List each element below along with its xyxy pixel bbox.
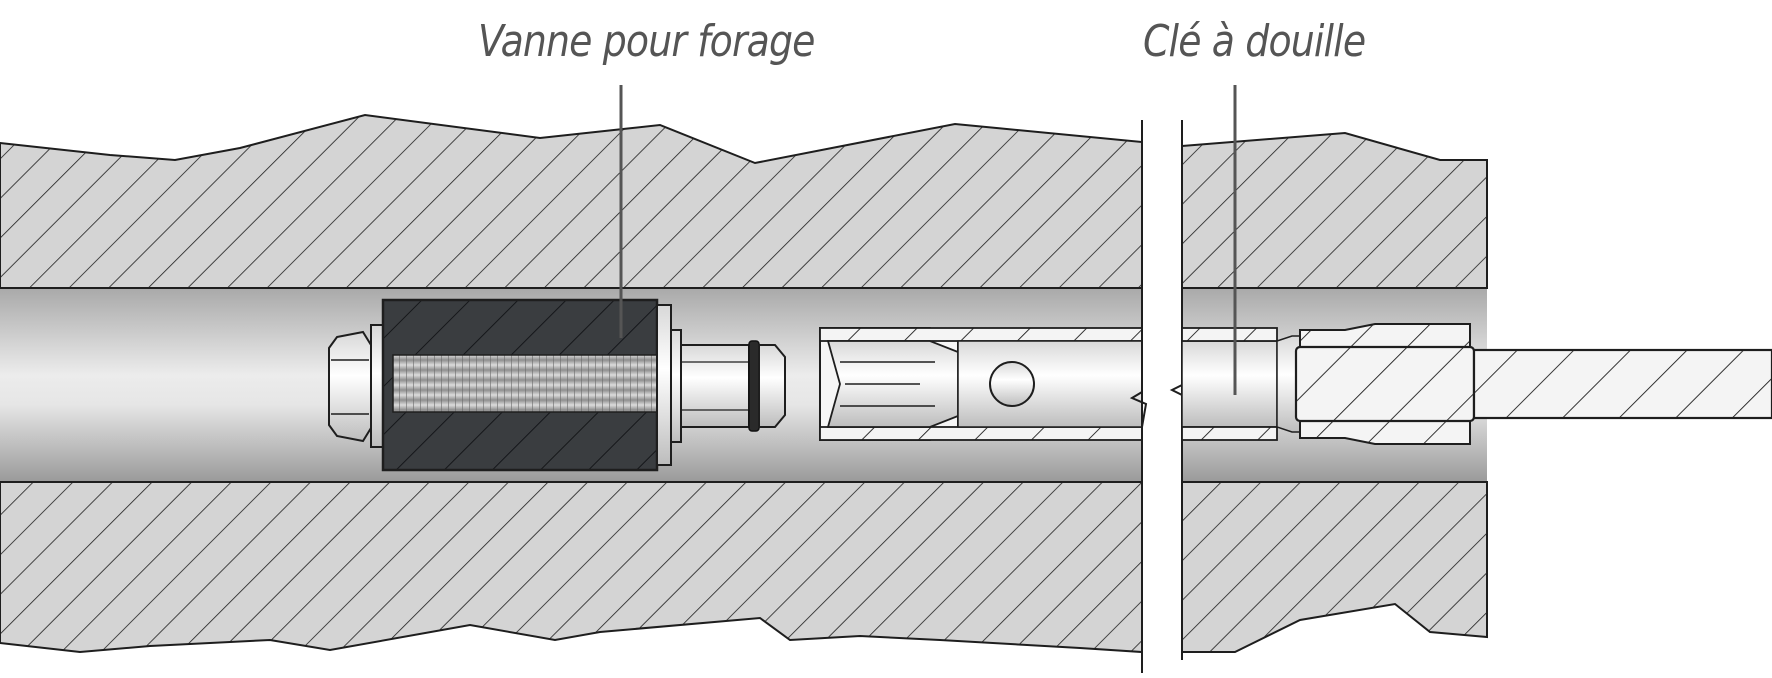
threaded-rod [392,354,658,413]
drive-bar-head [1294,345,1476,423]
socket-wrench-right [1181,323,1772,445]
extension-rod [1472,348,1772,420]
drilling-valve [328,298,786,472]
label-drilling-valve: Vanne pour forage [478,16,815,67]
wall-upper-right [1181,131,1488,289]
socket-wrench [819,327,1146,441]
socket-hole [989,361,1035,407]
wall-upper-left [0,113,1143,289]
label-socket-wrench: Clé à douille [1143,16,1366,67]
wall-lower-right [1181,481,1488,653]
wall-lower-left [0,481,1143,654]
